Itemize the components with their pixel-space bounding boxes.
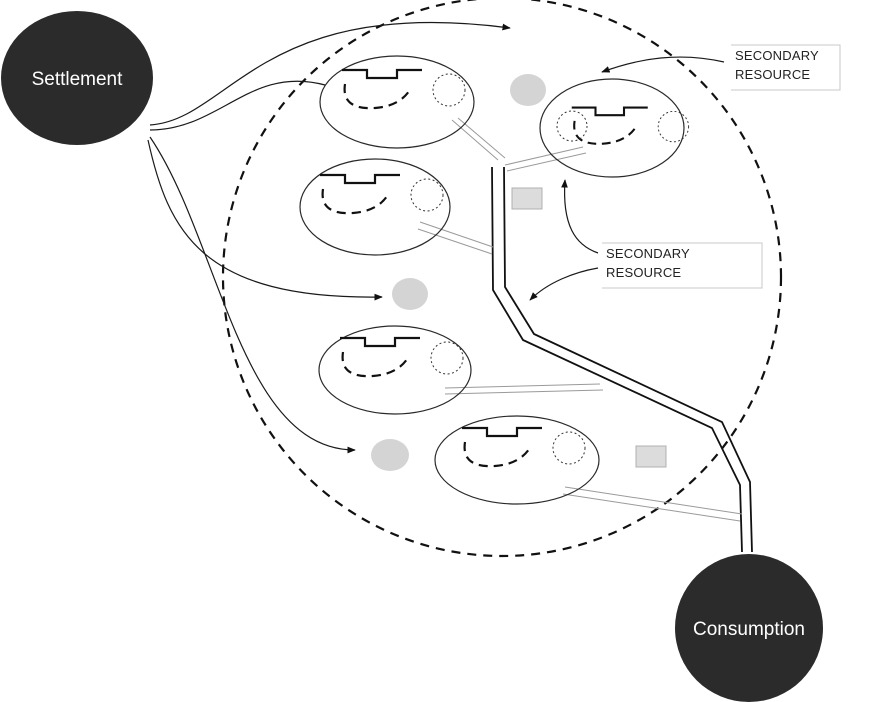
pipe-lines [417,117,743,522]
site-marker-2 [392,278,428,310]
resource-square-2 [635,445,667,468]
cell-1 [319,55,475,149]
site-marker-1 [510,74,546,106]
settlement-label: Settlement [32,69,124,90]
secondary-resource-callout-2: SECONDARY RESOURCE [529,179,763,301]
cell-3 [299,158,451,256]
callout-2-line1: SECONDARY [606,246,690,261]
callout-1-line1: SECONDARY [735,48,819,63]
consumption-label: Consumption [693,619,805,640]
river-channel [491,166,753,553]
cell-4 [318,325,472,415]
consumption-node: Consumption [675,554,823,702]
site-marker-3 [371,439,409,471]
callout-2-line2: RESOURCE [606,265,681,280]
resource-square-1 [511,187,543,210]
cell-2 [539,78,690,178]
territory-boundary [221,0,783,558]
settlement-node: Settlement [1,11,153,145]
secondary-resource-callout-1: SECONDARY RESOURCE [601,44,841,91]
settlement-arrows [147,22,511,454]
callout-1-line2: RESOURCE [735,67,810,82]
cell-5 [434,415,600,505]
